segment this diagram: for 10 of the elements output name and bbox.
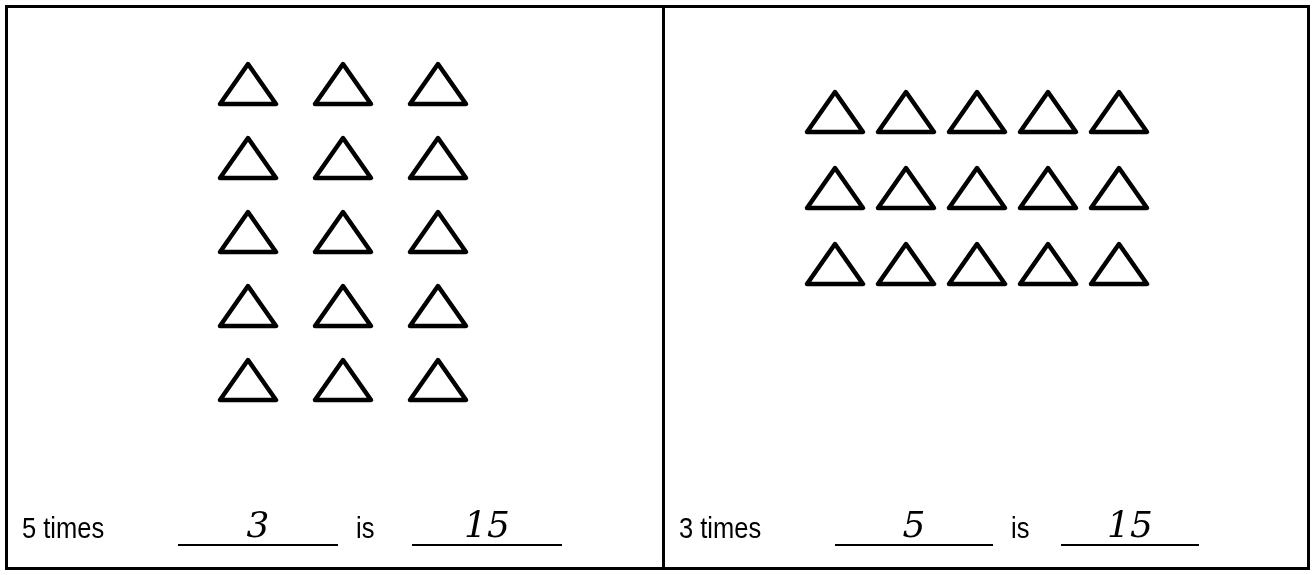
fill-in-line: 5 [835,506,993,546]
fill-in-line: 15 [412,506,562,546]
prompt-text: 5 times [22,510,105,546]
fill-in-line: 3 [178,506,338,546]
worksheet-panel [5,5,665,570]
prompt-text: 3 times [679,510,762,546]
fill-in-line: 15 [1061,506,1199,546]
prompt-text: is [356,510,375,546]
worksheet-panel [662,5,1310,570]
prompt-text: is [1011,510,1030,546]
